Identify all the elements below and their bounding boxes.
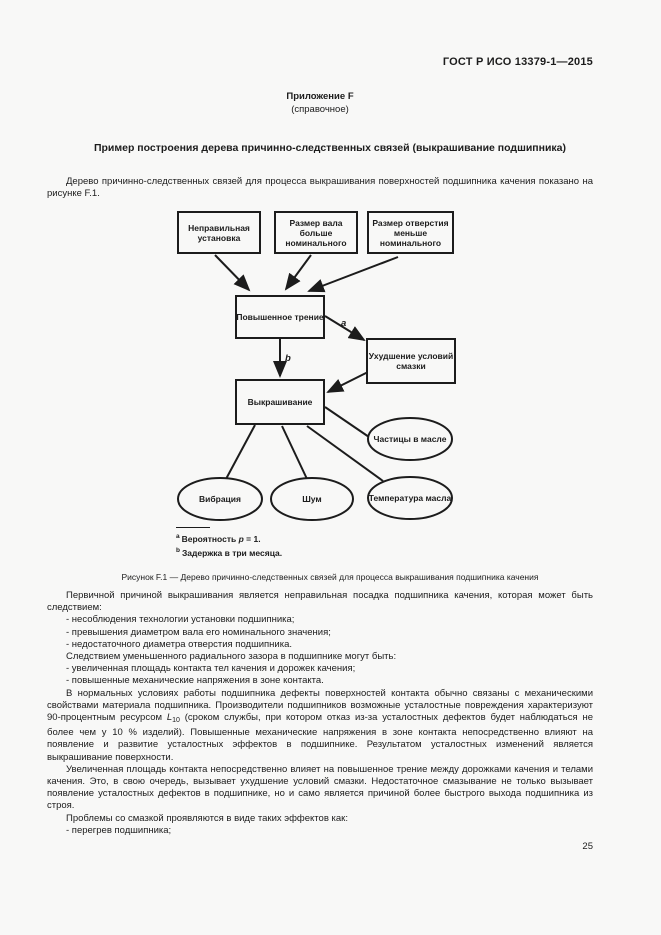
ellipse-oil-temp [367, 476, 453, 520]
paragraph-text: (сроком службы, при котором отказ из-за … [47, 712, 593, 763]
footnote-a-marker: a [176, 533, 180, 540]
annex-heading: Приложение F (справочное) [47, 90, 593, 116]
edge-spalling-oiltemp [306, 425, 384, 482]
edge-install-friction [214, 254, 251, 292]
box-bore-undersize [367, 211, 454, 254]
figure-canvas [177, 211, 456, 521]
label-bore-undersize: Размер отверстия меньше номинального [372, 217, 449, 248]
label-noise: Шум [302, 494, 322, 504]
intro-paragraph: Дерево причинно-следственных связей для … [47, 176, 593, 200]
footnote-a-variable: p [238, 534, 244, 544]
box-spalling [235, 379, 325, 425]
ellipse-noise [270, 477, 354, 521]
edge-spalling-vibration [225, 424, 256, 480]
edge-spalling-noise [281, 425, 308, 480]
page-title: Пример построения дерева причинно-следст… [93, 142, 567, 154]
list-item: - увеличенная площадь контакта тел качен… [66, 663, 356, 675]
edge-label-b: b [285, 353, 291, 364]
label-particles: Частицы в масле [373, 434, 447, 444]
edge-lubrication-spalling [326, 371, 369, 393]
page-number: 25 [582, 841, 593, 852]
label-friction: Повышенное трение [236, 312, 324, 322]
body-text: Первичной причиной выкрашивания является… [47, 590, 593, 837]
edge-bore-friction [307, 256, 399, 293]
label-incorrect-install: Неправильная установка [188, 222, 250, 243]
footnote-a-text: Вероятность [181, 534, 239, 544]
label-spalling: Выкрашивание [247, 397, 313, 407]
edge-label-a: a [341, 318, 347, 329]
paragraph: Следствием уменьшенного радиального зазо… [66, 651, 397, 663]
label-vibration: Вибрация [199, 494, 241, 504]
list-item: - повышенные механические напряжения в з… [66, 675, 324, 687]
paragraph-text: В нормальных условиях работы подшипника … [47, 687, 593, 724]
list-item: - превышения диаметром вала его номиналь… [66, 626, 331, 638]
resource-subscript: 10 [172, 717, 180, 725]
list-item: - перегрев подшипника; [66, 824, 172, 836]
annex-title: Приложение F [286, 91, 354, 102]
box-friction [235, 295, 325, 339]
edge-spalling-particles [324, 406, 370, 438]
footnote-b-marker: b [176, 547, 180, 554]
annex-subtitle: (справочное) [291, 104, 349, 115]
list-item: - несоблюдения технологии установки подш… [66, 614, 295, 626]
footnote-rule [176, 527, 210, 528]
paragraph: Увеличенная площадь контакта непосредств… [47, 763, 593, 812]
cause-effect-tree-figure: Неправильная установка Размер вала больш… [165, 200, 475, 530]
intro-text: Дерево причинно-следственных связей для … [47, 176, 593, 200]
figure-caption: Рисунок F.1 — Дерево причинно-следственн… [121, 572, 539, 582]
ellipse-vibration [177, 477, 263, 521]
edge-shaft-friction [284, 254, 312, 291]
label-lubrication: Ухудшение условий смазки [368, 351, 454, 371]
list-item: - недостаточного диаметра отверстия подш… [66, 638, 292, 650]
label-oil-temp: Температура масла [368, 493, 452, 503]
ellipse-particles [367, 417, 453, 461]
box-lubrication [366, 338, 456, 384]
edge-a-friction-lubrication [324, 315, 366, 342]
label-shaft-oversize: Размер вала больше номинального [285, 217, 347, 248]
resource-variable: L [166, 712, 173, 724]
box-incorrect-install [177, 211, 261, 254]
paragraph: Проблемы со смазкой проявляются в виде т… [66, 812, 348, 824]
doc-number: ГОСТ Р ИСО 13379-1—2015 [442, 56, 593, 68]
footnote-b-text: Задержка в три месяца. [181, 548, 283, 558]
box-shaft-oversize [274, 211, 358, 254]
footnote-a-value: = 1. [243, 534, 261, 544]
paragraph: Первичной причиной выкрашивания является… [47, 590, 593, 614]
paragraph: В нормальных условиях работы подшипника … [47, 688, 593, 764]
